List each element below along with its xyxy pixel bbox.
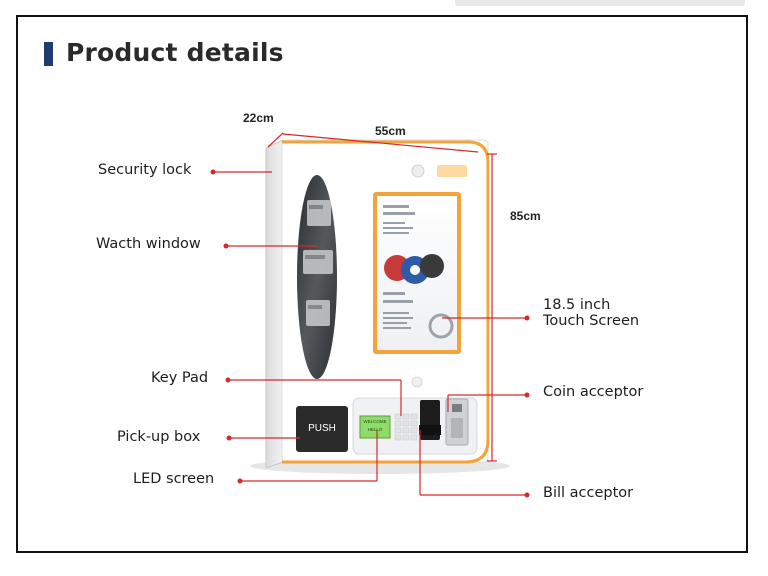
machine-orange-trim (282, 140, 490, 464)
push-label: PUSH (308, 423, 336, 434)
keypad-buttons (394, 413, 418, 441)
label-touch-screen: Touch Screen (543, 313, 640, 329)
top-tab-strip (455, 0, 745, 6)
label-key-pad: Key Pad (151, 370, 209, 386)
depth-dimension: 22cm (243, 111, 274, 125)
dimension-lines (267, 132, 497, 462)
coin-slot-opening (452, 404, 462, 412)
pickup-box (296, 406, 348, 452)
coin-return-panel (451, 418, 463, 438)
sensor-dot (411, 376, 423, 388)
led-text-line2: HELLO (367, 427, 383, 432)
callout-dots (210, 169, 530, 498)
label-security-lock: Security lock (98, 162, 192, 178)
label-led-screen: LED screen (133, 471, 215, 487)
label-coin-acceptor: Coin acceptor (543, 384, 644, 400)
label-bill-acceptor: Bill acceptor (543, 485, 634, 501)
led-screen (359, 415, 391, 439)
led-text-line1: WELCOME (363, 419, 387, 424)
brand-logo (437, 165, 467, 177)
screen-headset-image (428, 313, 454, 339)
page-title: Product details (66, 38, 284, 67)
screen-content-lines (383, 205, 415, 329)
window-product-stack (303, 200, 333, 326)
label-touch-screen-size: 18.5 inch (543, 297, 611, 313)
callout-lines (213, 171, 527, 496)
title-accent-bar (44, 42, 53, 66)
width-dimension: 55cm (375, 124, 406, 138)
camera-dot (411, 164, 425, 178)
height-dimension: 85cm (510, 209, 541, 223)
label-watch-window: Wacth window (96, 236, 201, 252)
content-frame (16, 15, 748, 553)
machine-side-panel (265, 139, 284, 469)
bill-acceptor-mouth (419, 425, 441, 435)
screen-product-headphones (384, 254, 444, 284)
label-pickup-box: Pick-up box (117, 429, 201, 445)
